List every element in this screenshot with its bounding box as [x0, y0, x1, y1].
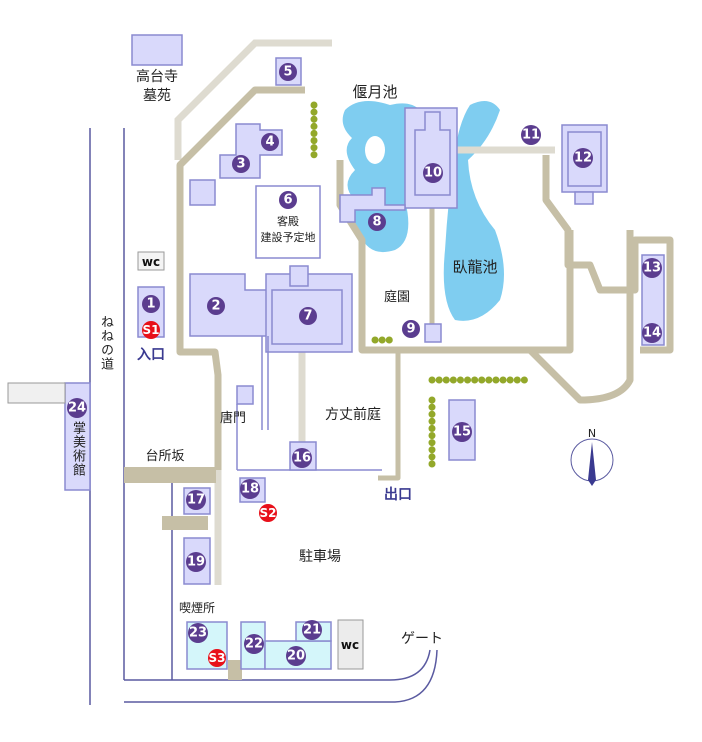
- svg-text:16: 16: [293, 451, 311, 466]
- hojo-garden-label: 方丈前庭: [325, 406, 381, 423]
- marker-23[interactable]: 23: [188, 623, 208, 643]
- marker-3[interactable]: 3: [232, 155, 250, 173]
- svg-text:14: 14: [643, 326, 661, 341]
- museum-label: 掌美術館: [70, 421, 85, 477]
- marker-19[interactable]: 19: [186, 552, 206, 572]
- cemetery-label: 高台寺: [136, 68, 178, 85]
- marker-8[interactable]: 8: [368, 213, 386, 231]
- karamon-label: 唐門: [220, 410, 246, 426]
- svg-text:15: 15: [453, 425, 471, 440]
- svg-text:21: 21: [303, 623, 321, 638]
- marker-22[interactable]: 22: [244, 634, 264, 654]
- guest-hall-label-2: 建設予定地: [261, 230, 316, 244]
- svg-text:3: 3: [236, 157, 245, 172]
- smoking-area-label: 喫煙所: [179, 601, 215, 615]
- svg-text:1: 1: [146, 297, 155, 312]
- svg-text:11: 11: [522, 128, 540, 143]
- spot-s1[interactable]: S1: [142, 321, 160, 339]
- svg-text:23: 23: [189, 626, 207, 641]
- exit-label: 出口: [384, 486, 412, 503]
- north-label: N: [588, 427, 596, 440]
- gate-label: ゲート: [401, 631, 443, 647]
- svg-text:12: 12: [574, 151, 592, 166]
- hedges: [310, 101, 534, 474]
- north-compass-icon: N: [570, 427, 614, 486]
- marker-17[interactable]: 17: [186, 490, 206, 510]
- svg-text:19: 19: [187, 555, 205, 570]
- spot-s3[interactable]: S3: [208, 649, 226, 667]
- cemetery-label-2: 墓苑: [143, 88, 171, 104]
- svg-text:24: 24: [68, 401, 86, 416]
- svg-text:13: 13: [643, 261, 661, 276]
- marker-9[interactable]: 9: [402, 320, 420, 338]
- svg-text:2: 2: [211, 299, 220, 314]
- marker-15[interactable]: 15: [452, 422, 472, 442]
- svg-text:S2: S2: [260, 506, 277, 520]
- svg-text:20: 20: [287, 649, 305, 664]
- marker-24[interactable]: 24: [67, 398, 87, 418]
- marker-20[interactable]: 20: [286, 646, 306, 666]
- daidokoro-zaka-label: 台所坂: [145, 449, 184, 464]
- marker-13[interactable]: 13: [642, 258, 662, 278]
- svg-text:8: 8: [372, 215, 381, 230]
- entrance-label: 入口: [137, 347, 165, 363]
- markers: 1 2 3 4 5 6 7 8 9 10 11 12 13 14 15 16 1…: [67, 63, 662, 667]
- svg-text:S3: S3: [209, 651, 226, 665]
- svg-text:9: 9: [406, 322, 415, 337]
- wc-label-2: wc: [341, 638, 359, 652]
- marker-2[interactable]: 2: [207, 297, 225, 315]
- engetsu-pond-label: 偃月池: [352, 83, 397, 101]
- stairs: [124, 467, 242, 680]
- svg-text:18: 18: [241, 482, 259, 497]
- marker-18[interactable]: 18: [240, 479, 260, 499]
- svg-text:22: 22: [245, 637, 263, 652]
- svg-text:17: 17: [187, 493, 205, 508]
- svg-text:S1: S1: [143, 323, 160, 337]
- nene-road-label: ねねの道: [98, 315, 113, 371]
- marker-5[interactable]: 5: [279, 63, 297, 81]
- marker-11[interactable]: 11: [521, 125, 541, 145]
- marker-12[interactable]: 12: [573, 148, 593, 168]
- marker-10[interactable]: 10: [423, 163, 443, 183]
- parking-label: 駐車場: [299, 548, 341, 565]
- ponds: [342, 101, 504, 321]
- spot-s2[interactable]: S2: [259, 504, 277, 522]
- marker-4[interactable]: 4: [261, 133, 279, 151]
- marker-14[interactable]: 14: [642, 323, 662, 343]
- guest-hall-label: 客殿: [277, 214, 299, 228]
- marker-6[interactable]: 6: [279, 191, 297, 209]
- marker-21[interactable]: 21: [302, 620, 322, 640]
- marker-16[interactable]: 16: [292, 448, 312, 468]
- svg-text:7: 7: [303, 309, 312, 324]
- garyu-pond-label: 臥龍池: [452, 258, 497, 276]
- wc-label: wc: [142, 255, 160, 269]
- marker-7[interactable]: 7: [299, 307, 317, 325]
- garden-label: 庭園: [384, 289, 410, 305]
- svg-text:5: 5: [283, 65, 292, 80]
- svg-text:4: 4: [265, 135, 274, 150]
- marker-1[interactable]: 1: [142, 295, 160, 313]
- svg-text:6: 6: [283, 193, 292, 208]
- svg-text:10: 10: [424, 166, 442, 181]
